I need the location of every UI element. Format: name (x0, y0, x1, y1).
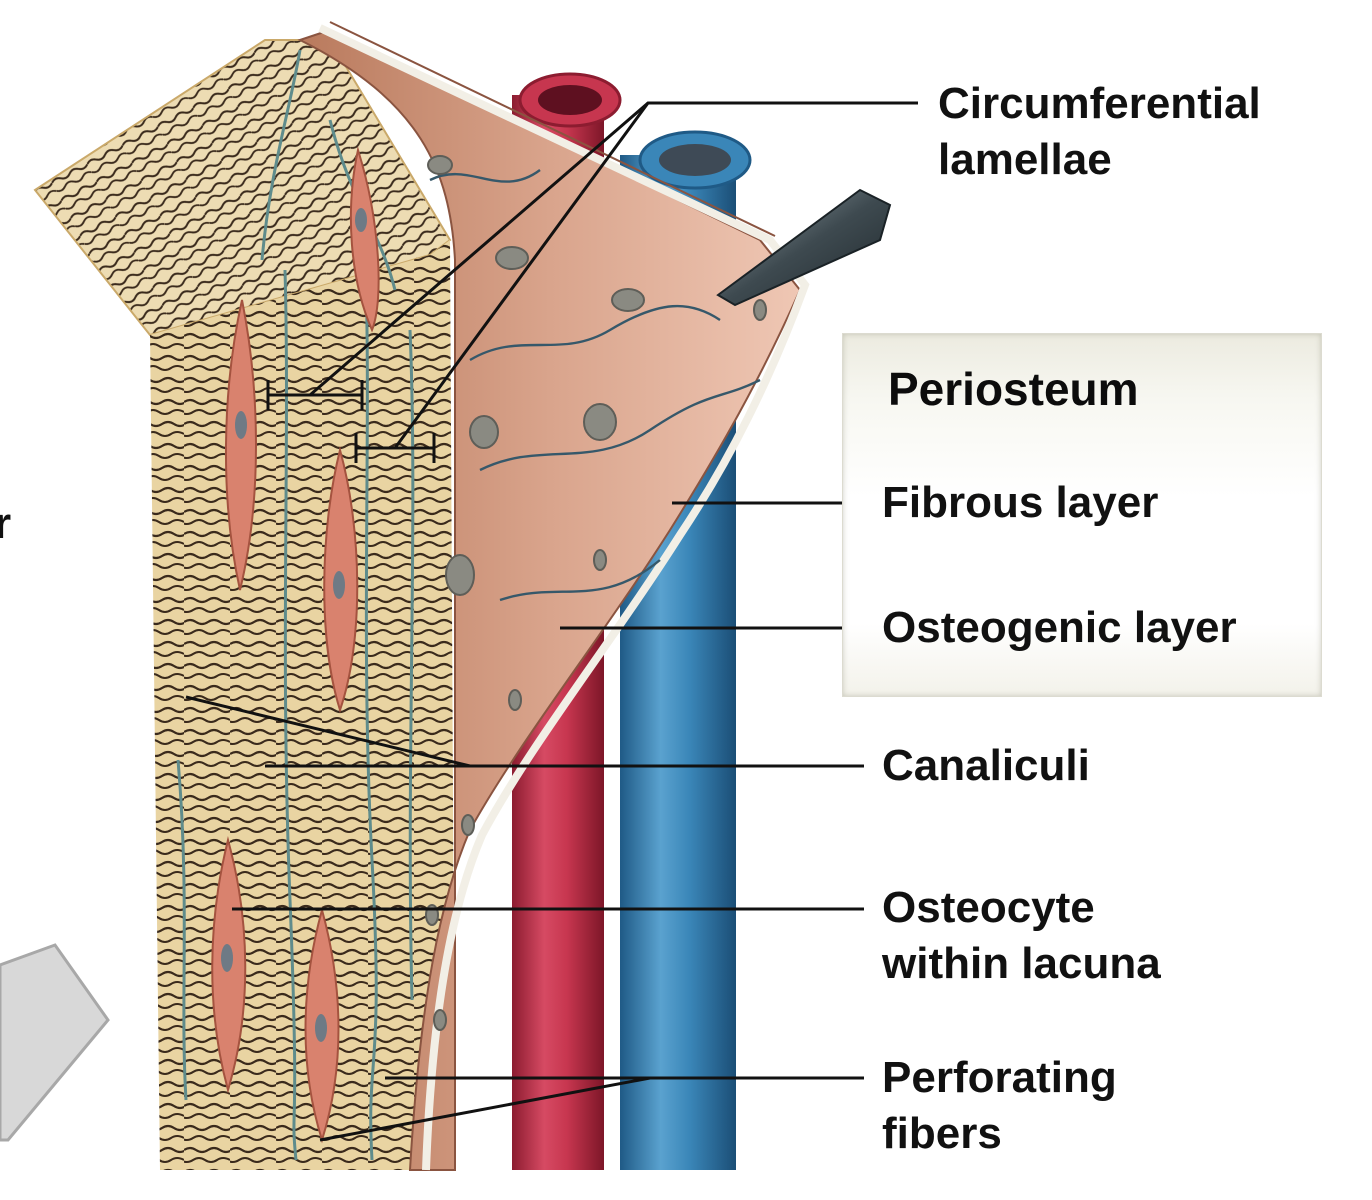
periosteum-title: Periosteum (888, 363, 1139, 415)
pointer-arrow-fragment (0, 943, 110, 1142)
label-circumferential-lamellae: Circumferential lamellae (938, 79, 1261, 184)
osteocytes (211, 146, 380, 1144)
label-canaliculi: Canaliculi (882, 741, 1090, 790)
leader-lines (185, 101, 918, 1142)
label-perforating-fibers: Perforating fibers (882, 1053, 1117, 1158)
label-fibrous-layer: Fibrous layer (882, 478, 1159, 527)
edge-text-fragment: r (0, 499, 12, 548)
bone-lamellae-face (150, 240, 455, 1170)
periosteal-nuclei (425, 155, 767, 1031)
label-osteogenic-layer: Osteogenic layer (882, 603, 1237, 652)
label-osteocyte-within-lacuna: Osteocyte within lacuna (882, 883, 1161, 988)
periosteal-vessels (429, 169, 761, 602)
fibrous-edge (318, 24, 810, 1171)
canal-lines (176, 49, 415, 1161)
forceps (716, 188, 892, 307)
periosteum-legend-box (842, 333, 1322, 697)
